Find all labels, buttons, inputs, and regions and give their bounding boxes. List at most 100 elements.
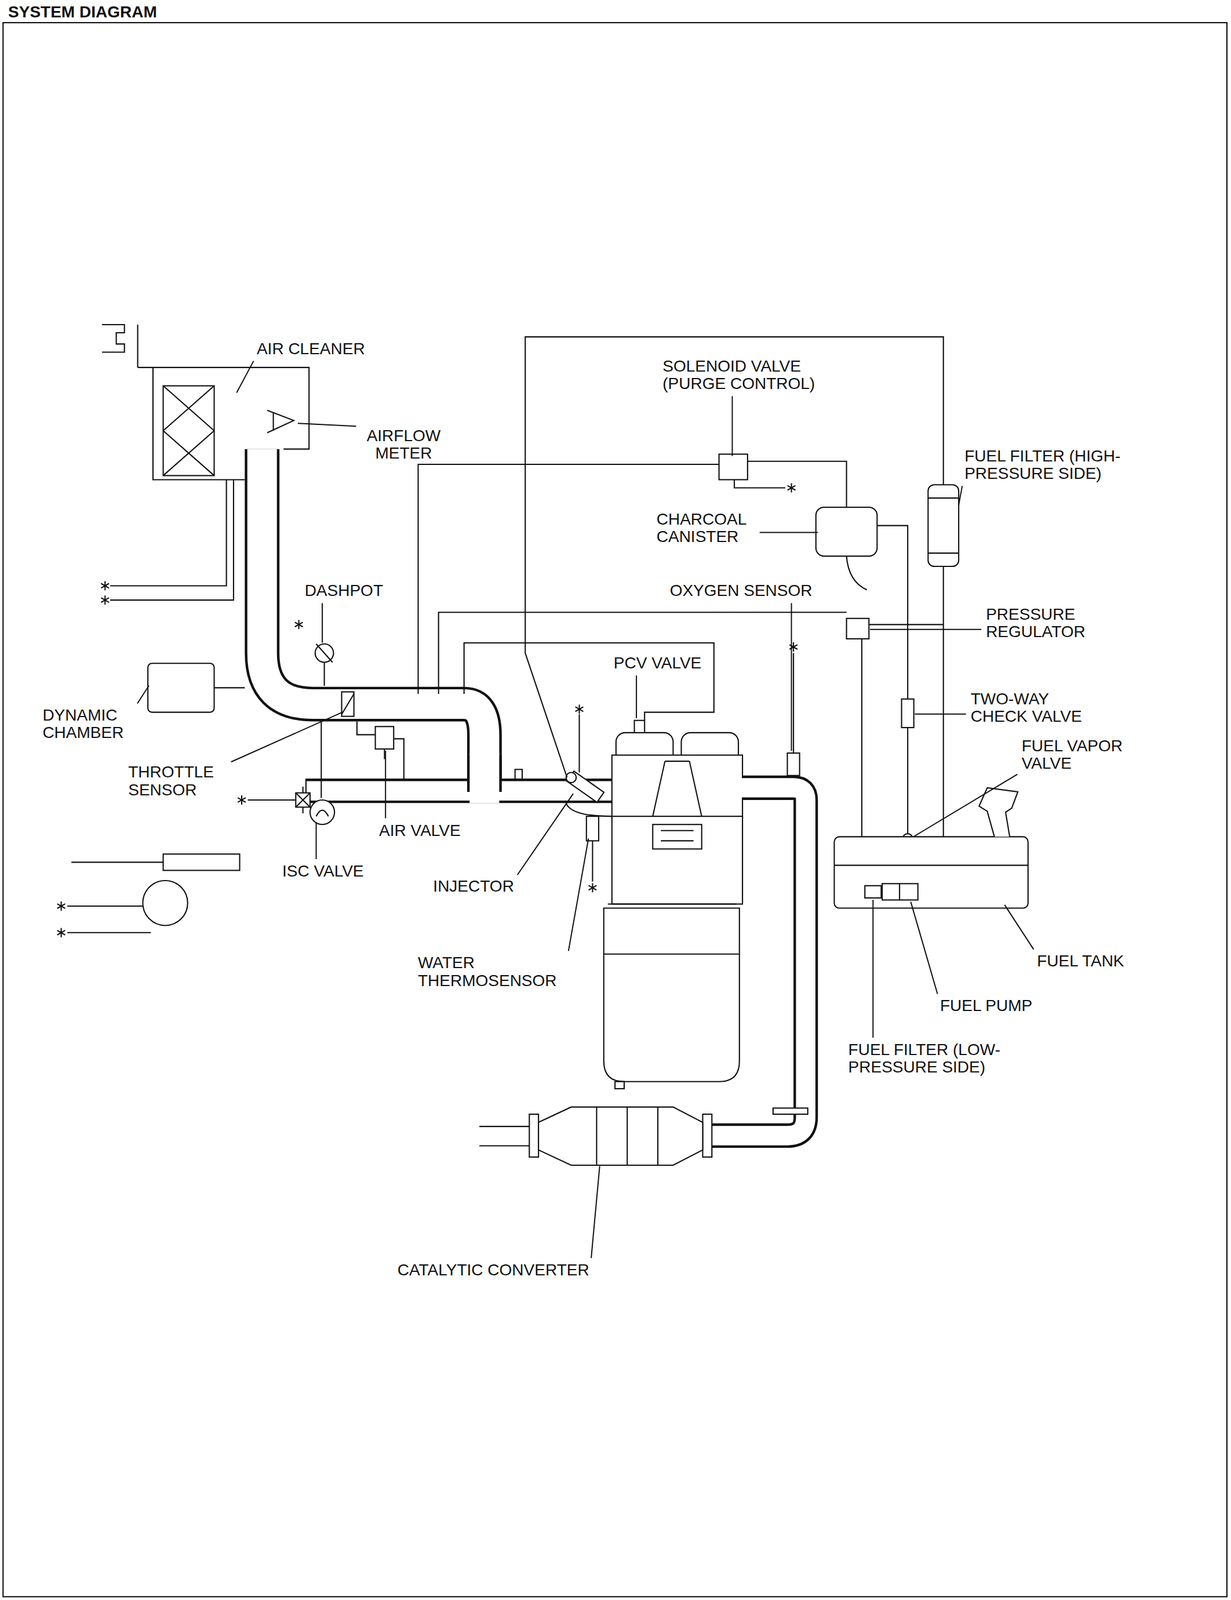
electrical-connection-mark bbox=[57, 901, 66, 911]
intake-duct bbox=[267, 410, 294, 433]
part-label: FUEL FILTER (LOW-PRESSURE SIDE) bbox=[846, 1040, 1045, 1077]
diagram-title: SYSTEM DIAGRAM bbox=[8, 3, 158, 21]
intake-duct bbox=[261, 449, 485, 792]
part-label: DYNAMIC CHAMBER bbox=[40, 705, 136, 742]
throttle-and-valves bbox=[316, 810, 329, 817]
leader-line bbox=[872, 899, 874, 1038]
sensors-and-injector bbox=[566, 802, 613, 817]
leader-line bbox=[591, 1165, 600, 1258]
part-label: FUEL TANK bbox=[1035, 951, 1126, 971]
sensors-and-injector bbox=[787, 752, 800, 776]
part-label: DASHPOT bbox=[303, 581, 385, 600]
intake-duct bbox=[515, 769, 523, 779]
fuel-and-vapor-lines bbox=[901, 698, 914, 728]
sensors-and-injector bbox=[792, 653, 795, 753]
exhaust-system bbox=[773, 1107, 808, 1114]
dynamic-chamber bbox=[214, 686, 246, 688]
electrical-connection-mark bbox=[294, 619, 304, 629]
leader-line bbox=[731, 395, 733, 456]
air-cleaner bbox=[102, 324, 125, 353]
part-label: AIR VALVE bbox=[377, 821, 463, 840]
loose-components bbox=[142, 880, 188, 925]
electrical-connection-mark bbox=[575, 704, 584, 714]
intake-duct bbox=[469, 752, 500, 803]
throttle-and-valves bbox=[310, 799, 335, 825]
sensors-and-injector bbox=[566, 653, 800, 882]
fuel-tank bbox=[864, 885, 881, 898]
sensors-and-injector bbox=[586, 816, 599, 841]
air-cleaner bbox=[163, 385, 215, 476]
leader-line bbox=[914, 713, 966, 715]
throttle-and-valves bbox=[248, 643, 404, 825]
part-label: TWO-WAY CHECK VALVE bbox=[969, 689, 1096, 726]
dynamic-chamber bbox=[147, 663, 214, 712]
throttle-and-valves bbox=[321, 721, 378, 799]
electrical-connection-mark bbox=[787, 483, 796, 493]
throttle-and-valves bbox=[341, 693, 355, 715]
throttle-and-valves bbox=[316, 643, 333, 686]
part-label: OXYGEN SENSOR bbox=[668, 581, 815, 600]
fuel-tank bbox=[833, 787, 1028, 909]
sensors-and-injector bbox=[578, 714, 580, 772]
intake-duct bbox=[261, 410, 613, 803]
fuel-and-vapor-lines bbox=[816, 507, 878, 556]
fuel-tank bbox=[882, 883, 919, 900]
leader-line bbox=[568, 838, 589, 952]
loose-components bbox=[67, 905, 151, 933]
electrical-connection-mark bbox=[789, 642, 798, 652]
loose-components bbox=[67, 853, 240, 932]
exhaust-system bbox=[479, 1126, 530, 1146]
leader-line bbox=[137, 685, 149, 704]
fuel-and-vapor-lines bbox=[927, 484, 959, 567]
fuel-tank bbox=[898, 883, 901, 900]
part-label: WATER THERMOSENSOR bbox=[416, 953, 568, 990]
fuel-tank bbox=[833, 836, 1028, 908]
fuel-and-vapor-lines bbox=[734, 461, 847, 508]
intake-duct bbox=[306, 780, 613, 800]
throttle-and-valves bbox=[384, 738, 404, 779]
exhaust-system bbox=[702, 1113, 712, 1157]
fuel-tank bbox=[978, 787, 1018, 837]
air-cleaner bbox=[153, 367, 245, 480]
part-label: FUEL VAPOR VALVE bbox=[1020, 736, 1138, 773]
rotary-engine bbox=[612, 816, 743, 904]
air-cleaner bbox=[163, 385, 215, 476]
leader-line bbox=[297, 423, 357, 426]
dynamic-chamber bbox=[147, 663, 245, 712]
leader-line bbox=[1004, 904, 1034, 950]
fuel-and-vapor-lines bbox=[846, 618, 870, 639]
exhaust-system bbox=[529, 1113, 539, 1157]
part-label: FUEL FILTER (HIGH-PRESSURE SIDE) bbox=[962, 446, 1165, 483]
fuel-and-vapor-lines bbox=[719, 453, 748, 480]
part-label: INJECTOR bbox=[431, 876, 516, 896]
leader-line bbox=[759, 532, 819, 534]
part-label: AIRFLOW METER bbox=[358, 426, 449, 463]
part-label: CHARCOAL CANISTER bbox=[654, 510, 757, 546]
leader-line bbox=[791, 602, 793, 751]
leader-line bbox=[958, 485, 963, 505]
leader-line bbox=[315, 821, 318, 859]
loose-components bbox=[163, 853, 240, 870]
throttle-and-valves bbox=[341, 691, 355, 716]
page-frame bbox=[2, 22, 1227, 1597]
part-label: PRESSURE REGULATOR bbox=[984, 605, 1099, 642]
electrical-connection-mark bbox=[100, 581, 109, 591]
page-frame bbox=[2, 22, 1227, 1597]
electrical-connection-mark bbox=[588, 882, 597, 892]
loose-components bbox=[71, 861, 163, 863]
air-cleaner bbox=[110, 479, 234, 600]
exhaust-system bbox=[711, 787, 806, 1136]
fuel-and-vapor-lines bbox=[927, 497, 959, 553]
rotary-engine bbox=[603, 908, 740, 1082]
part-label: AIR CLEANER bbox=[255, 339, 367, 359]
leader-line bbox=[321, 602, 323, 643]
exhaust-system bbox=[711, 787, 806, 1136]
leader-line bbox=[913, 774, 1018, 837]
leader-line bbox=[384, 750, 386, 818]
rotary-engine bbox=[612, 755, 743, 819]
throttle-and-valves bbox=[375, 726, 395, 749]
leader-line bbox=[517, 793, 574, 875]
fuel-and-vapor-lines bbox=[417, 464, 719, 694]
